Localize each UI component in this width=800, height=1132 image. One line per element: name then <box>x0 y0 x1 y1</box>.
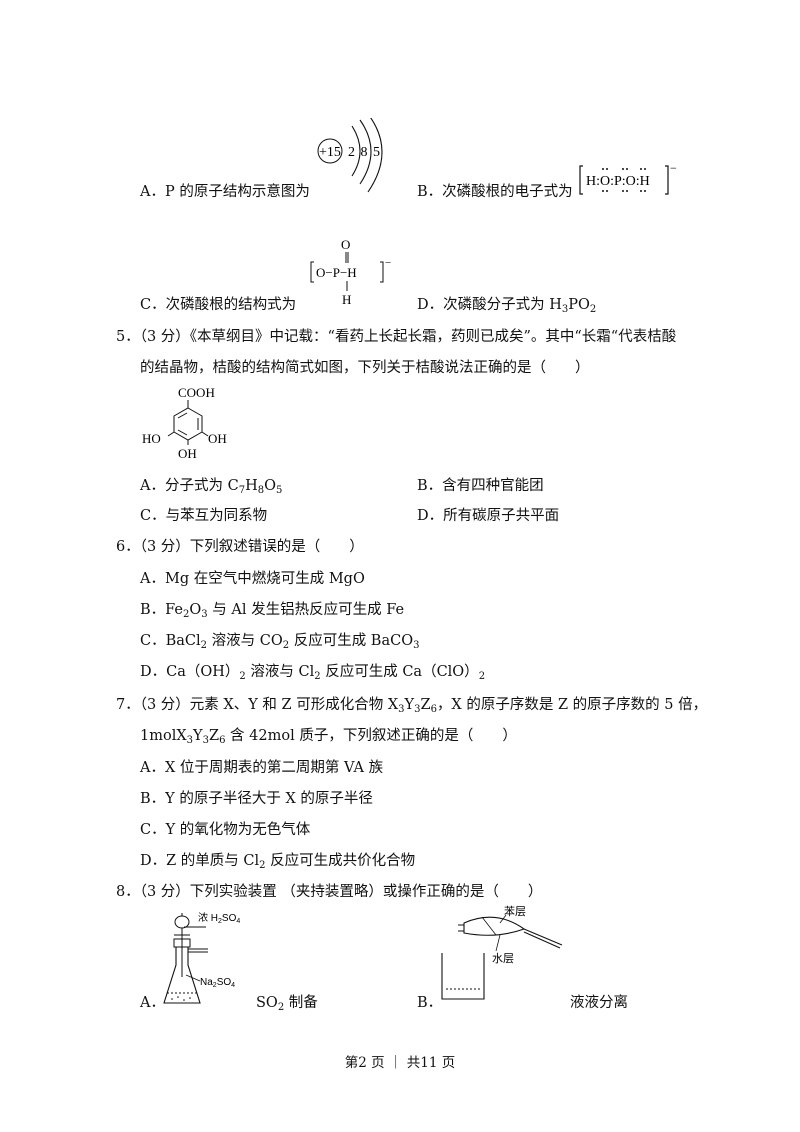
struct-o-top: O <box>341 237 350 252</box>
label-conc-h2so4: 浓 H2SO4 <box>198 912 240 925</box>
mol-oh-bottom: OH <box>178 446 197 461</box>
phosphorus-atom-diagram: +15 2 8 5 <box>317 118 383 193</box>
q7-option-c: C．Y 的氧化物为无色气体 <box>140 822 311 838</box>
q7-option-d: D．Z 的单质与 Cl2 反应可生成共价化合物 <box>140 853 416 871</box>
q4-option-b: B．次磷酸根的电子式为 <box>417 184 573 200</box>
mol-ho: HO <box>142 431 161 446</box>
q8-option-b: B． <box>417 995 443 1011</box>
q5-option-a: A．分子式为 C7H8O5 <box>140 478 283 496</box>
struct-h-bottom: H <box>342 292 351 307</box>
gallic-acid-structure: COOH HO OH OH <box>142 385 227 461</box>
q6-option-d: D．Ca（OH）2 溶液与 Cl2 反应可生成 Ca（ClO）2 <box>140 664 486 682</box>
q8-option-a: A． <box>140 995 165 1011</box>
q5-stem-line1: 5．（3 分）《本草纲目》中记载：“看药上长起长霜，药则已成矣”。其中“长霜“代… <box>116 329 677 345</box>
struct-charge: − <box>385 257 391 269</box>
q5-stem-line2: 的结晶物，桔酸的结构简式如图，下列关于桔酸说法正确的是（ ） <box>140 360 590 376</box>
q8-caption-a: SO2 制备 <box>256 995 318 1013</box>
page-footer: 第2 页 ｜ 共11 页 <box>344 1055 456 1071</box>
q6-option-b: B．Fe2O3 与 Al 发生铝热反应可生成 Fe <box>140 602 405 620</box>
lewis-text: H:O:P:O:H <box>586 174 650 189</box>
q5-option-d: D．所有碳原子共平面 <box>417 508 560 524</box>
apparatus-separatory-funnel: 苯层 水层 <box>441 905 563 1000</box>
q5-option-c: C．与苯互为同系物 <box>140 508 268 524</box>
q5-option-b: B．含有四种官能团 <box>417 478 544 494</box>
q6-option-c: C．BaCl2 溶液与 CO2 反应可生成 BaCO3 <box>140 633 420 651</box>
lewis-charge: − <box>670 164 677 175</box>
lewis-structure: H:O:P:O:H − <box>578 161 678 200</box>
label-na2so4: Na2SO4 <box>200 977 235 989</box>
apparatus-so2-preparation: 浓 H2SO4 Na2SO4 <box>163 912 240 1004</box>
q7-stem-line1: 7．（3 分）元素 X、Y 和 Z 可形成化合物 X3Y3Z6，X 的原子序数是… <box>116 697 708 715</box>
q6-option-a: A．Mg 在空气中燃烧可生成 MgO <box>140 571 365 587</box>
q7-stem-line2: 1molX3Y3Z6 含 42mol 质子，下列叙述正确的是（ ） <box>140 728 517 746</box>
q7-option-b: B．Y 的原子半径大于 X 的原子半径 <box>140 791 373 807</box>
q4-option-c: C．次磷酸根的结构式为 <box>140 297 297 313</box>
mol-oh-right: OH <box>208 431 227 446</box>
atom-nucleus: +15 <box>319 145 341 160</box>
label-water-layer: 水层 <box>492 952 514 965</box>
label-benzene-layer: 苯层 <box>504 905 526 918</box>
struct-line: O−P−H <box>316 265 357 280</box>
q8-caption-b: 液液分离 <box>570 995 628 1011</box>
q4-option-a: A．P 的原子结构示意图为 <box>140 184 310 200</box>
structural-formula: O O−P−H − H <box>308 236 398 308</box>
q4-option-d: D．次磷酸分子式为 H3PO2 <box>417 297 597 315</box>
mol-cooh: COOH <box>178 385 215 400</box>
q7-option-a: A．X 位于周期表的第二周期第 VA 族 <box>140 760 384 776</box>
q8-stem: 8．（3 分）下列实验装置 （夹持装置略）或操作正确的是（ ） <box>116 884 543 900</box>
atom-shells: 2 8 5 <box>348 145 380 160</box>
q6-stem: 6．（3 分）下列叙述错误的是（ ） <box>116 539 364 555</box>
